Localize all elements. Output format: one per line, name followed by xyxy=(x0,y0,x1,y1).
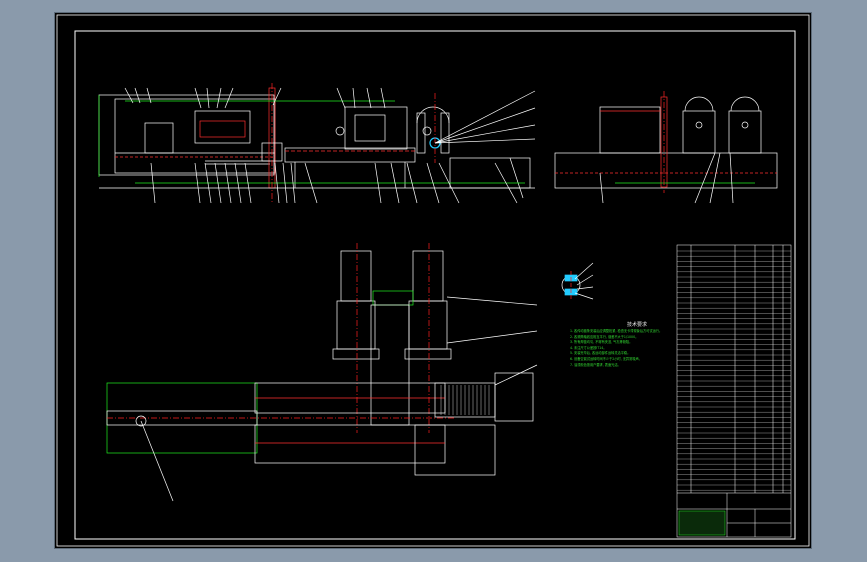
technical-note-line: 2. 各滚筒轴线应相互平行, 误差不大于1/1000。 xyxy=(570,334,639,339)
technical-notes-title: 技术要求 xyxy=(626,322,647,328)
sheet-border xyxy=(56,14,810,547)
front-elevation-view xyxy=(98,83,536,204)
technical-note-line: 7. 油漆颜色按用户要求, 表面光洁。 xyxy=(570,362,621,367)
technical-note-line: 4. 未注尺寸公差按IT14。 xyxy=(570,345,607,350)
drawing-canvas xyxy=(56,14,810,547)
technical-note-line: 5. 安装完毕后, 各运动部件运转灵活平稳。 xyxy=(570,351,631,356)
drawing-frame xyxy=(74,30,796,540)
technical-note-line: 3. 所有焊缝均匀, 不得有夹渣, 气孔等缺陷。 xyxy=(570,340,633,345)
technical-notes: 1. 各传动链条安装后应调整松紧, 检查无卡滞现象后方可试运行。2. 各滚筒轴线… xyxy=(570,329,715,368)
bill-of-materials xyxy=(676,244,792,538)
detail-view xyxy=(561,262,594,301)
plan-view xyxy=(106,243,538,502)
technical-note-line: 6. 设备空载试运转时间不少于2小时, 无异常噪声。 xyxy=(570,356,642,361)
side-elevation-view xyxy=(554,91,778,204)
drawing-sheet[interactable]: 技术要求 1. 各传动链条安装后应调整松紧, 检查无卡滞现象后方可试运行。2. … xyxy=(55,13,811,548)
technical-note-line: 1. 各传动链条安装后应调整松紧, 检查无卡滞现象后方可试运行。 xyxy=(570,329,663,333)
